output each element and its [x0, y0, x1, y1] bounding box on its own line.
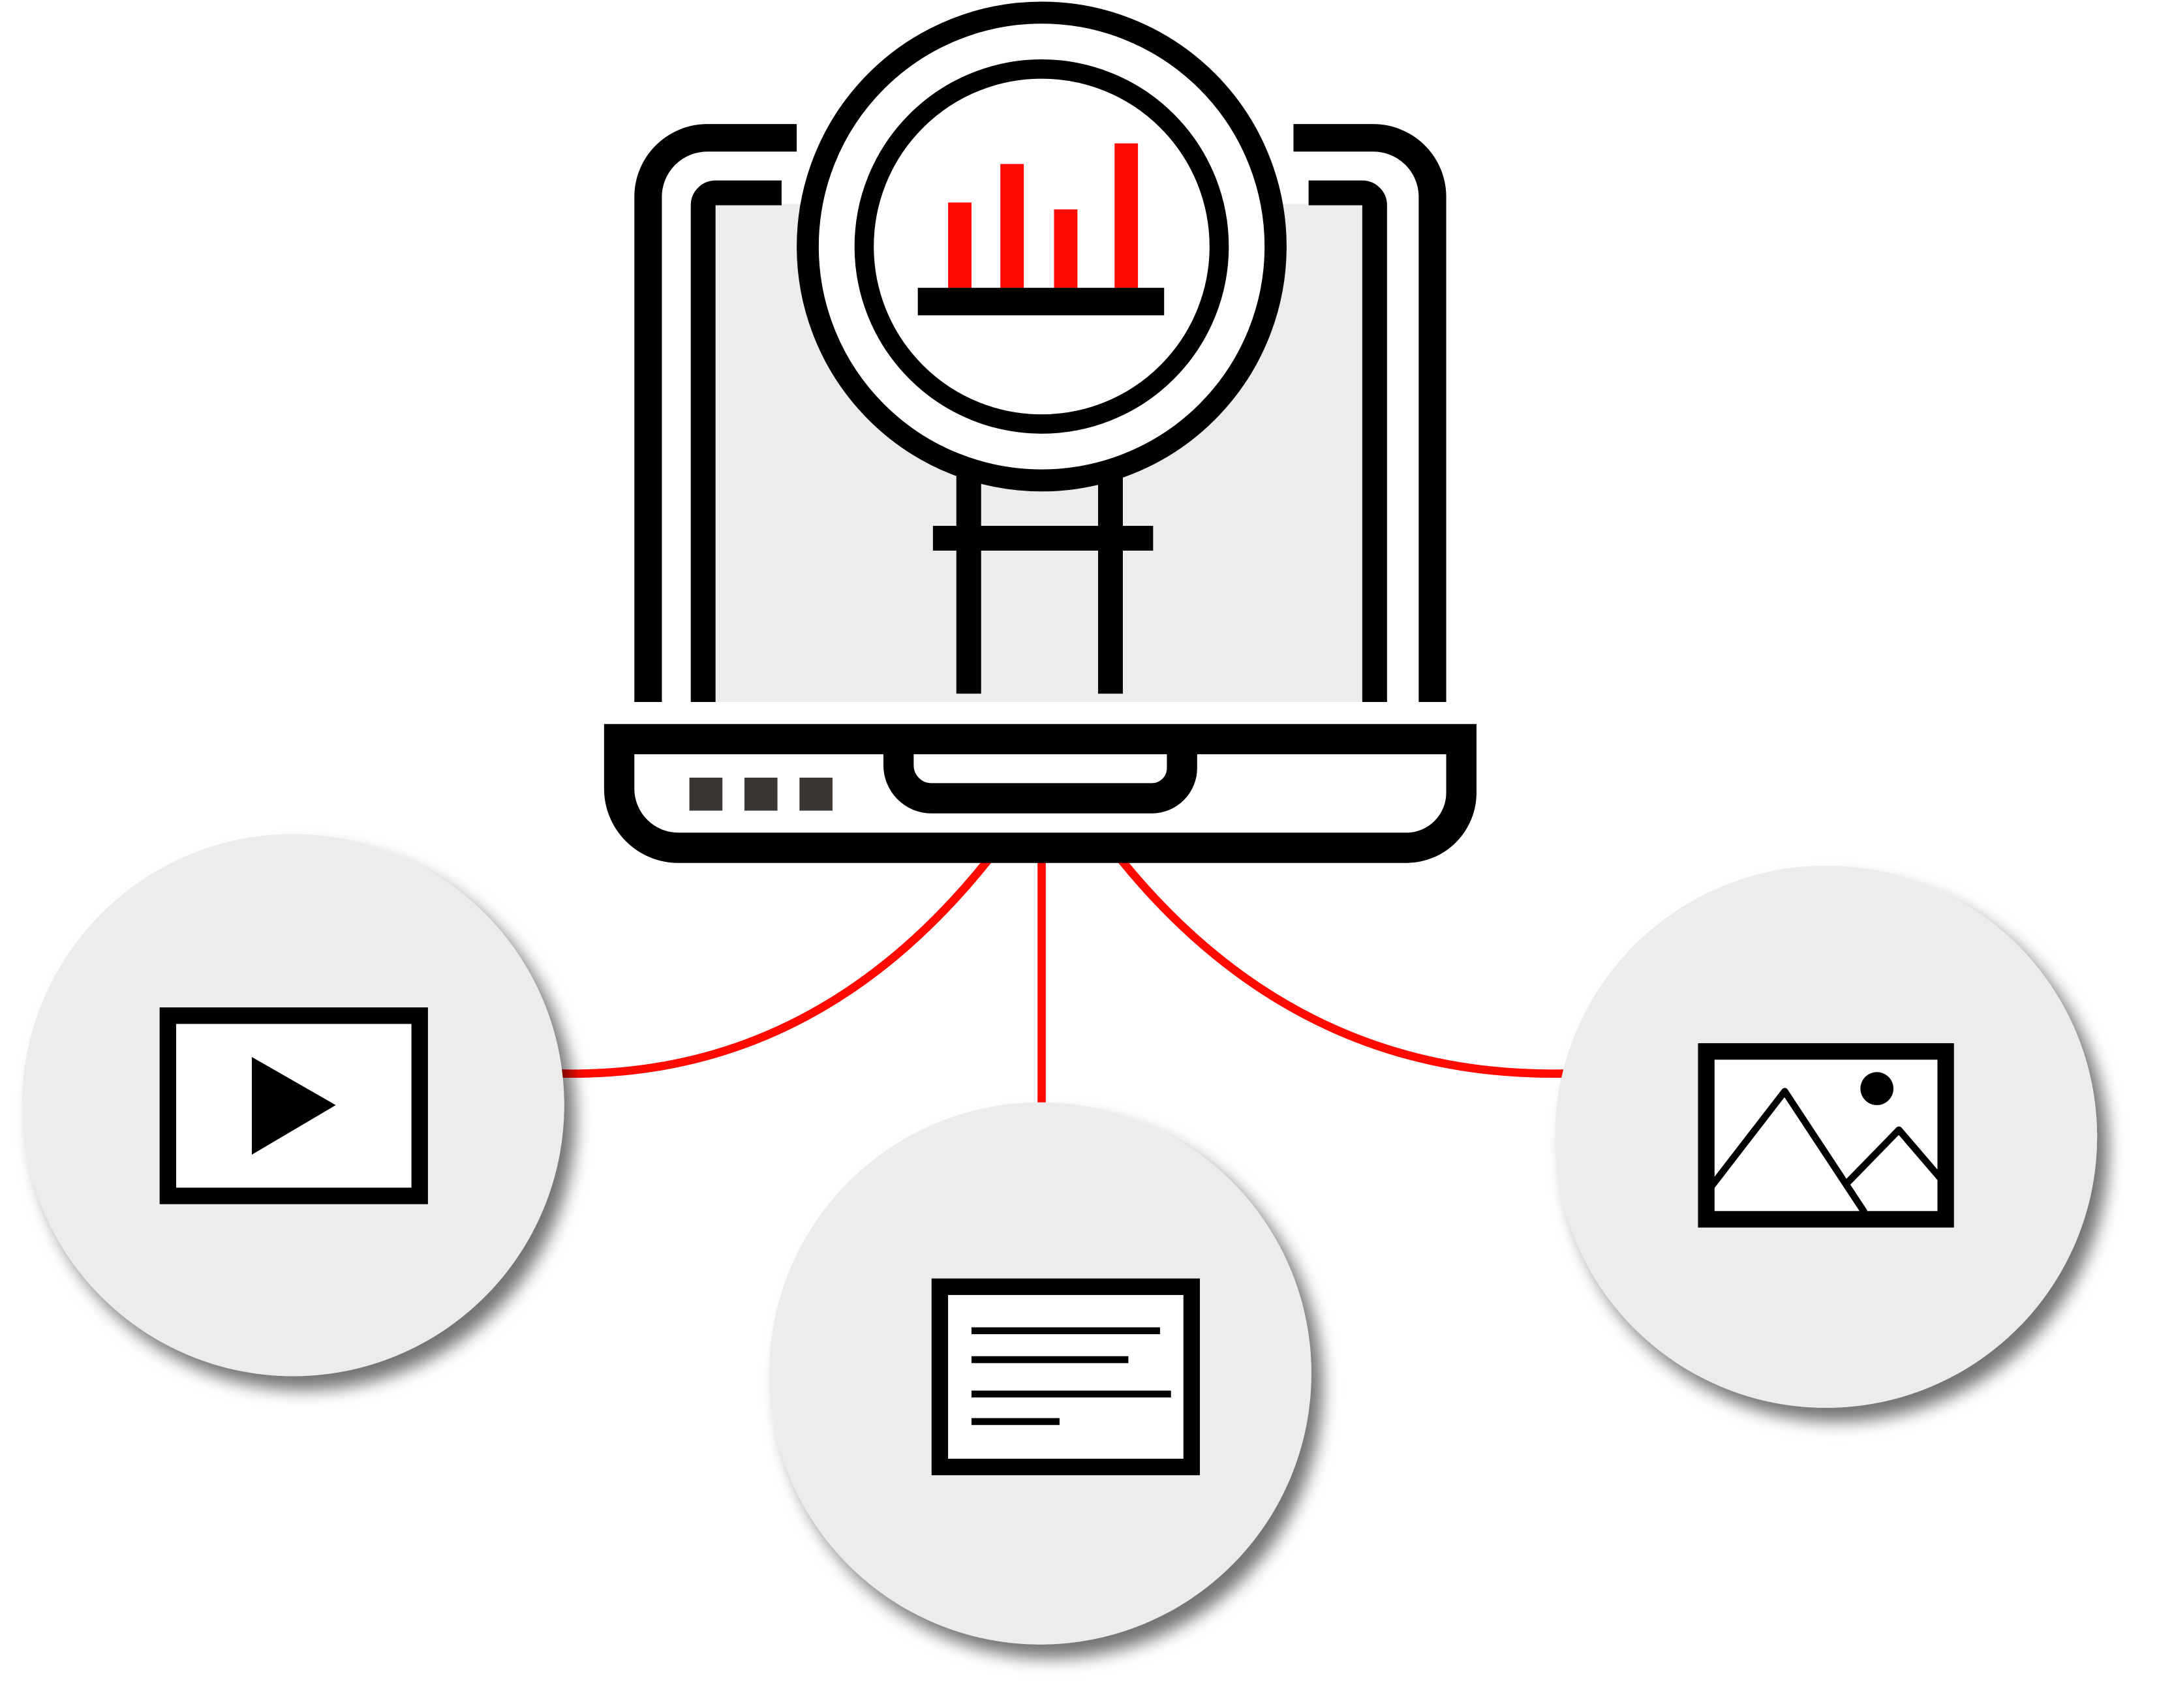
text-document-icon: [931, 1278, 1201, 1476]
laptop-analytics-icon: [604, 1, 1477, 863]
chart-bar-3: [1054, 209, 1078, 288]
chart-bar-1: [948, 202, 972, 288]
node-document: [769, 1102, 1311, 1645]
laptop-key-3: [799, 777, 833, 811]
chart-bar-4: [1114, 143, 1139, 288]
laptop-bezel-inner: [690, 180, 1387, 702]
image-landscape-icon: [1698, 1043, 1954, 1228]
laptop-touchpad: [883, 739, 1197, 814]
laptop-lid-outer: [634, 124, 1447, 702]
connectors: [557, 857, 1569, 1108]
video-play-icon: [159, 1007, 428, 1204]
magnifier-inner-ring: [854, 59, 1229, 434]
node-image: [1555, 865, 2098, 1408]
node-video: [22, 834, 564, 1377]
laptop-key-2: [744, 777, 778, 811]
chart-bar-2: [1000, 164, 1024, 288]
connector-left: [557, 857, 992, 1078]
bar-chart-icon: [917, 143, 1165, 316]
laptop-key-1: [689, 777, 723, 811]
magnifier-handle: [932, 461, 1154, 694]
chart-baseline: [917, 288, 1165, 316]
connector-right: [1118, 857, 1569, 1078]
